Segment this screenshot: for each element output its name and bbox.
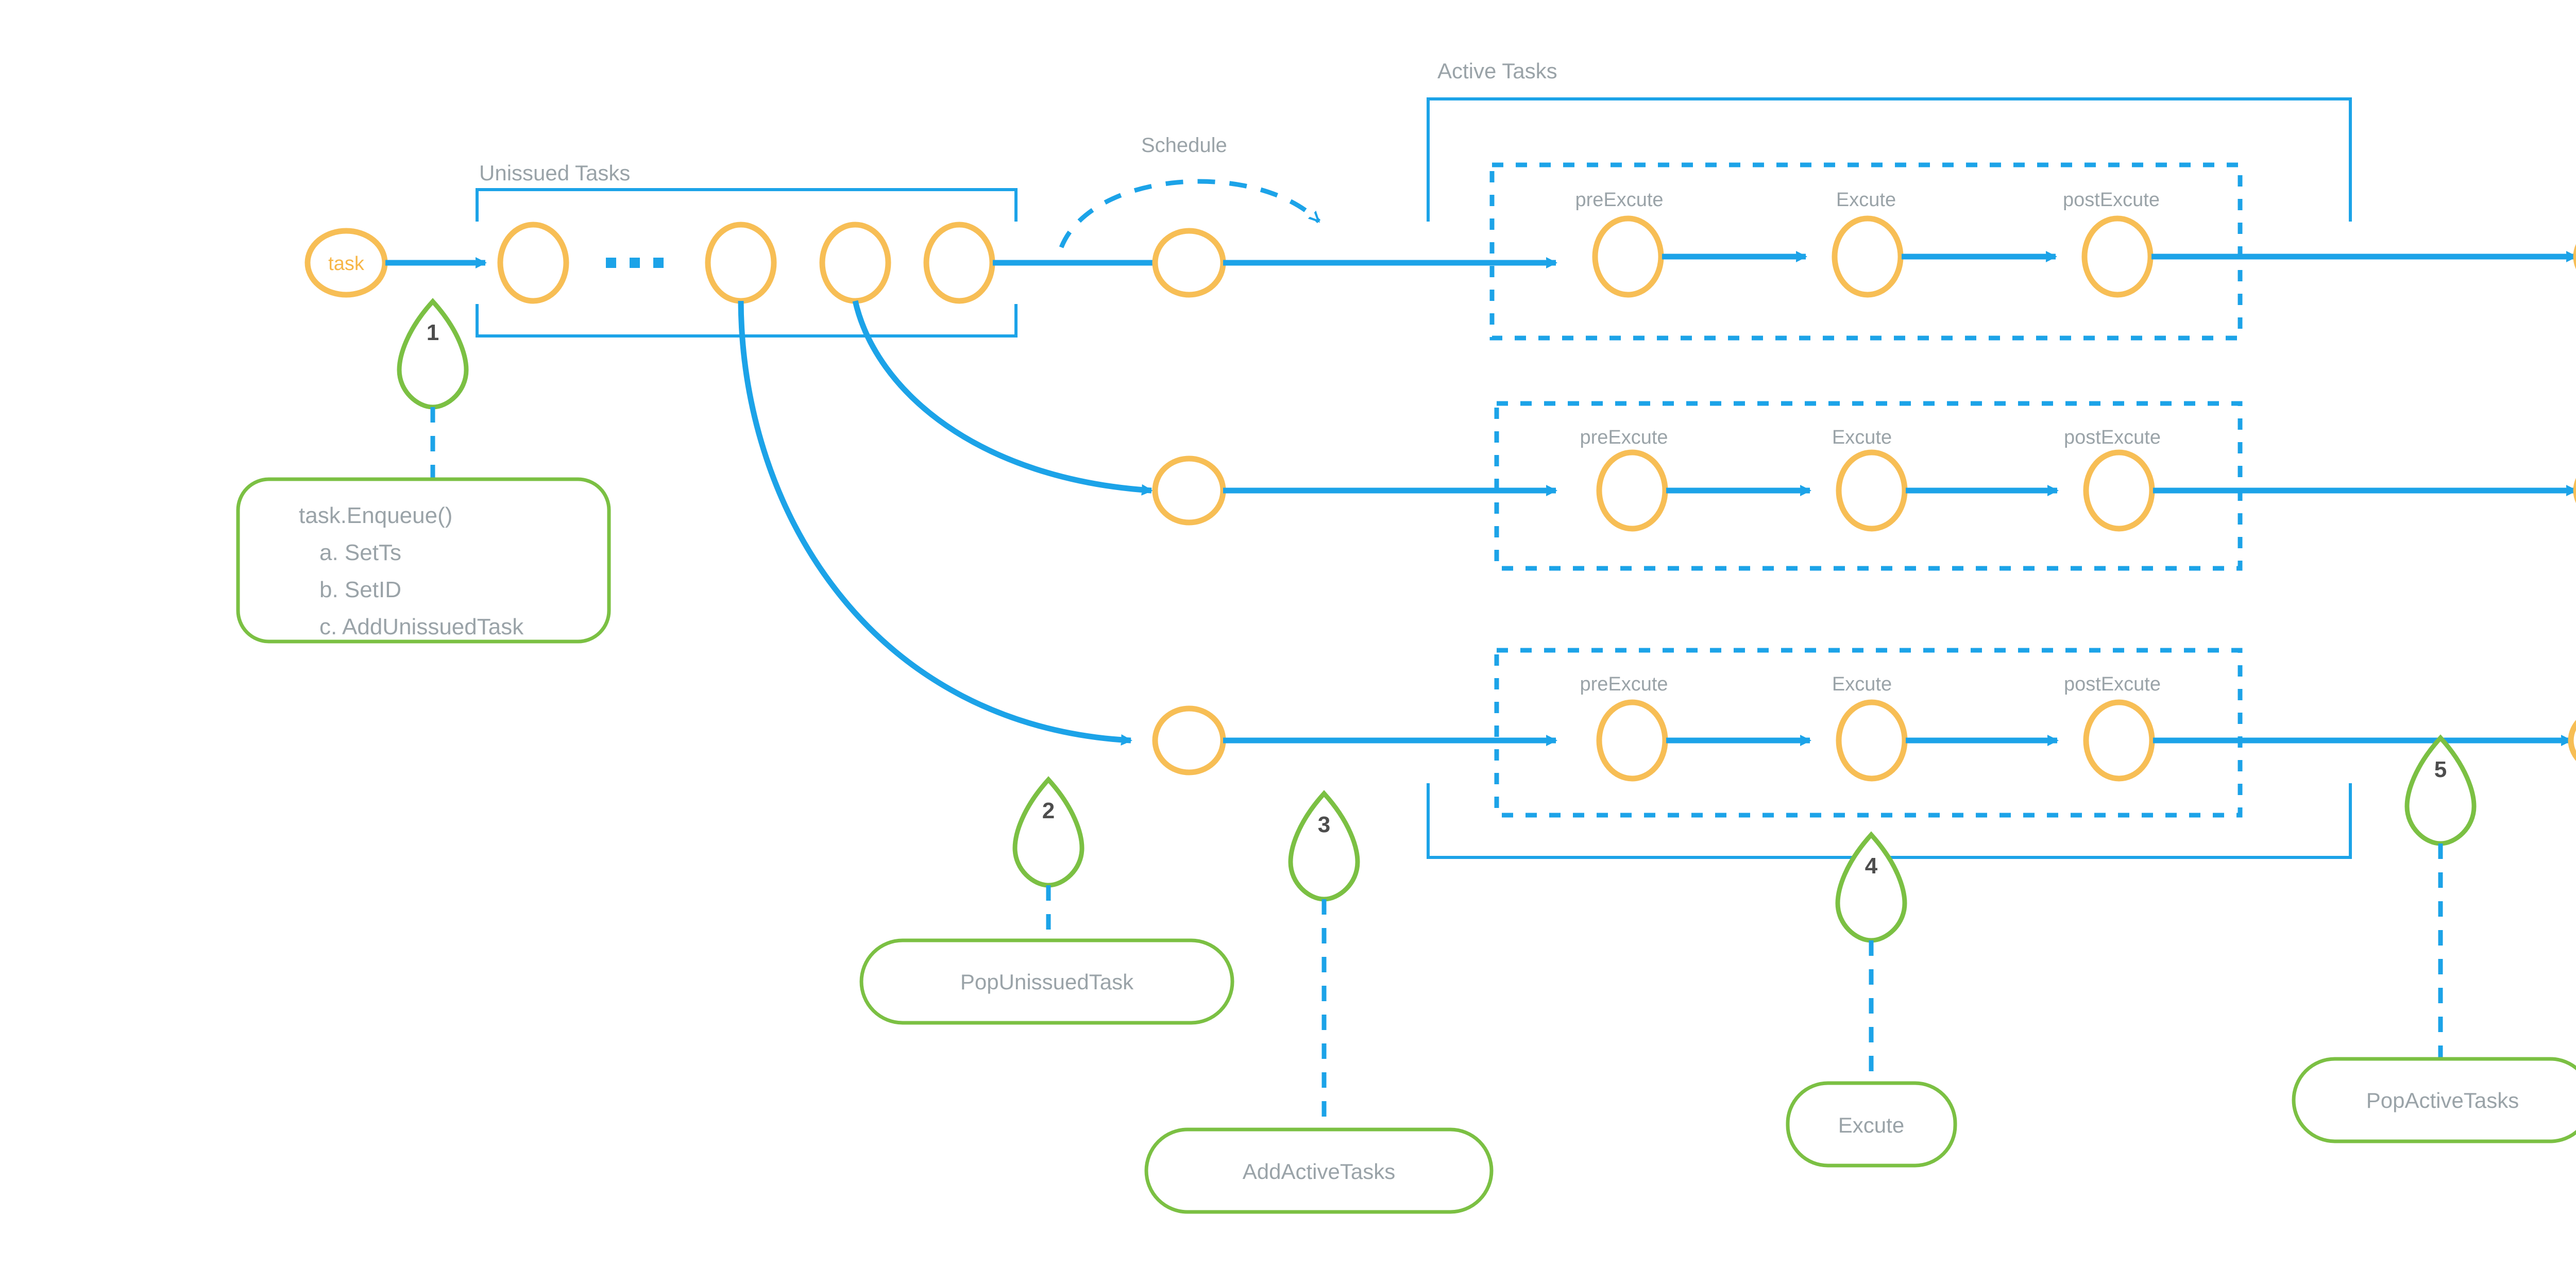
row-2-stage-node-postexcute (2083, 449, 2155, 532)
source-task-label: task (328, 253, 365, 275)
row-1-entry-node (1152, 228, 1226, 298)
queue-node-2 (705, 222, 777, 304)
callout-5-number: 5 (2434, 757, 2447, 782)
callout-1-number: 1 (427, 320, 439, 345)
callout-1-line-4: c. AddUnissuedTask (319, 614, 524, 639)
row-1-pipeline-box (1489, 162, 2243, 341)
row-2: preExcute Excute postExcute (1152, 401, 2576, 571)
callout-5-pin-icon (2404, 734, 2477, 846)
callout-1-box (236, 477, 611, 644)
callout-4-pin-icon (1835, 831, 1907, 943)
row-3-stage-node-postexcute (2083, 699, 2155, 782)
row-3-terminal-node (2568, 720, 2576, 761)
row-3-label-postexcute: postExcute (2064, 673, 2161, 695)
callout-2-pin-icon (1012, 776, 1084, 888)
callout-3-box (1144, 1127, 1494, 1214)
row-1-stage-node-postexcute (2081, 215, 2154, 298)
schedule-label: Schedule (1141, 134, 1227, 157)
row-2-pipeline-box (1494, 401, 2243, 571)
section-label-active: Active Tasks (1437, 59, 1557, 83)
row-2-entry-node (1152, 456, 1226, 526)
schedule-dashed-arrow (1059, 179, 1321, 248)
row-1-label-excute: Excute (1836, 189, 1896, 211)
callout-5-box (2292, 1057, 2576, 1143)
row-1: preExcute Excute postExcute (1152, 162, 2576, 341)
row-3-pipeline-box (1494, 648, 2243, 818)
row-3-stage-node-excute (1836, 699, 1908, 782)
row-2-stage-node-preexcute (1596, 449, 1668, 532)
queue-node-1 (497, 222, 569, 304)
callout-4-label: Excute (1838, 1113, 1904, 1137)
callout-3-number: 3 (1318, 812, 1330, 837)
edge-queue-to-row3 (738, 300, 1132, 746)
callout-1-line-3: b. SetID (319, 577, 401, 602)
source-task-node: task (304, 228, 388, 298)
callout-4: 4 Excute (1786, 831, 1957, 1168)
row-3: preExcute Excute postExcute (1152, 648, 2576, 818)
callout-2: 2 PopUnissuedTask (859, 776, 1234, 1025)
row-1-stage-node-excute (1832, 215, 1904, 298)
row-3-entry-node (1152, 705, 1226, 775)
callout-1-pin-icon (397, 298, 469, 410)
callout-3-label: AddActiveTasks (1243, 1159, 1395, 1184)
callout-2-label: PopUnissuedTask (960, 970, 1134, 994)
callout-5: 5 PopActiveTasks (2292, 734, 2576, 1143)
callout-1-line-2: a. SetTs (319, 540, 401, 565)
callout-3-pin-icon (1288, 790, 1360, 902)
callout-1-line-1: task.Enqueue() (299, 503, 452, 528)
row-2-stage-node-excute (1836, 449, 1908, 532)
row-3-label-excute: Excute (1832, 673, 1892, 695)
unissued-tasks-bracket (476, 188, 1018, 338)
unissued-queue-nodes (497, 222, 995, 304)
row-2-label-preexcute: preExcute (1580, 427, 1668, 448)
row-3-stage-node-preexcute (1596, 699, 1668, 782)
section-label-unissued: Unissued Tasks (479, 161, 630, 185)
row-2-label-postexcute: postExcute (2064, 427, 2161, 448)
row-2-label-excute: Excute (1832, 427, 1892, 448)
callout-1: 1 task.Enqueue() a. SetTs b. SetID c. Ad… (236, 298, 611, 644)
row-1-stage-node-preexcute (1592, 215, 1664, 298)
callout-2-box (859, 938, 1234, 1025)
callout-4-number: 4 (1865, 853, 1878, 879)
callout-4-box (1786, 1081, 1957, 1168)
row-3-label-preexcute: preExcute (1580, 673, 1668, 695)
queue-node-4 (923, 222, 995, 304)
callout-5-label: PopActiveTasks (2366, 1088, 2519, 1112)
row-1-label-preexcute: preExcute (1575, 189, 1663, 211)
queue-ellipsis-icon (606, 258, 664, 268)
callout-2-number: 2 (1042, 798, 1055, 823)
callout-3: 3 AddActiveTasks (1144, 790, 1494, 1214)
queue-node-3 (819, 222, 891, 304)
row-1-label-postexcute: postExcute (2063, 189, 2160, 211)
edge-queue-to-row2 (852, 300, 1153, 496)
